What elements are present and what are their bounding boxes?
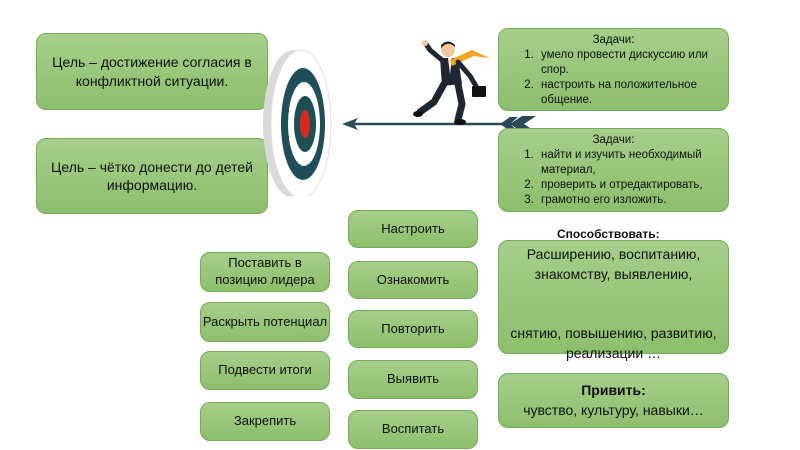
- tasks-title: Задачи:: [592, 34, 635, 46]
- promote-text-line1: Расширению, воспитанию, знакомству, выяв…: [526, 246, 701, 282]
- action-text: Раскрыть потенциал: [202, 313, 328, 329]
- instill-text: чувство, культуру, навыки…: [523, 401, 704, 418]
- action-box-consolidate: Закрепить: [200, 402, 330, 441]
- action-text: Выявить: [387, 371, 439, 387]
- goal-box-information: Цель – чётко донести до детей информацию…: [36, 138, 268, 214]
- action-box-leader: Поставить в позицию лидера: [200, 252, 330, 292]
- instill-box: Привить: чувство, культуру, навыки…: [498, 373, 729, 428]
- action-box-repeat: Повторить: [348, 310, 478, 348]
- promote-text-line2: снятию, повышению, развитию, реализации …: [510, 325, 717, 361]
- action-text: Поставить в позицию лидера: [215, 255, 315, 287]
- tasks-box-information: Задачи: найти и изучить необходимый мате…: [498, 128, 729, 212]
- tasks-list: умело провести дискуссию или спор. настр…: [507, 48, 720, 108]
- tasks-box-discussion: Задачи: умело провести дискуссию или спо…: [498, 28, 729, 111]
- task-item: грамотно его изложить.: [537, 193, 720, 208]
- action-box-potential: Раскрыть потенциал: [200, 302, 330, 342]
- tasks-list: найти и изучить необходимый материал, пр…: [507, 148, 720, 208]
- action-box-educate: Воспитать: [348, 410, 478, 449]
- task-item: найти и изучить необходимый материал,: [537, 148, 720, 178]
- action-text: Подвести итоги: [218, 362, 312, 378]
- task-item: настроить на положительное общение.: [537, 78, 720, 108]
- goal-text: Цель – достижение согласия в конфликтной…: [52, 54, 252, 89]
- action-text: Воспитать: [381, 421, 445, 437]
- action-box-tune: Настроить: [348, 210, 478, 248]
- target-icon: [263, 49, 332, 196]
- action-text: Настроить: [381, 220, 445, 236]
- goal-text: Цель – чётко донести до детей информацию…: [51, 158, 253, 193]
- action-box-acquaint: Ознакомить: [348, 261, 478, 299]
- promote-label: Способствовать:: [557, 227, 660, 241]
- goal-box-conflict: Цель – достижение согласия в конфликтной…: [36, 33, 268, 110]
- action-box-summary: Подвести итоги: [200, 351, 330, 390]
- action-text: Закрепить: [233, 413, 297, 429]
- promote-box: Расширению, воспитанию, знакомству, выяв…: [498, 240, 729, 361]
- action-box-identify: Выявить: [348, 360, 478, 399]
- task-item: проверить и отредактировать,: [537, 178, 720, 193]
- task-item: умело провести дискуссию или спор.: [537, 48, 720, 78]
- businessman-icon: [413, 40, 490, 125]
- tasks-title: Задачи:: [592, 134, 635, 146]
- action-text: Ознакомить: [376, 271, 450, 287]
- action-text: Повторить: [381, 320, 445, 336]
- instill-label: Привить:: [581, 381, 646, 398]
